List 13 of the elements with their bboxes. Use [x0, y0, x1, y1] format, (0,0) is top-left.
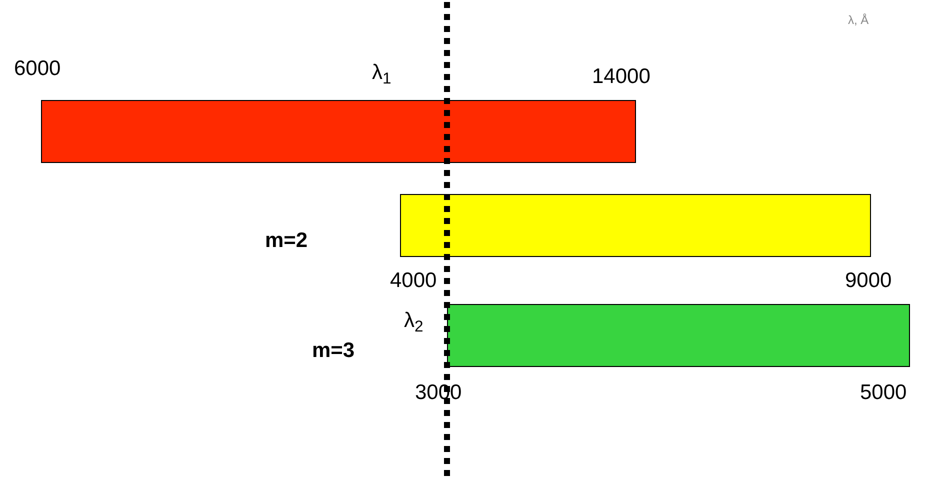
value-label: λ$_{2}$ [404, 310, 424, 336]
value-label: 14000 [592, 66, 650, 87]
colored-bar [400, 194, 871, 257]
value-label: λ$_{1}$ [372, 62, 392, 88]
value-label: 9000 [845, 270, 892, 291]
value-label: 6000 [14, 58, 61, 79]
colored-bar [447, 304, 910, 367]
value-label: m=2 [265, 230, 308, 251]
value-label: 4000 [390, 270, 437, 291]
value-label: m=3 [312, 340, 355, 361]
axis-label: λ, Å [848, 14, 869, 26]
value-label: 5000 [860, 382, 907, 403]
colored-bar [41, 100, 636, 163]
